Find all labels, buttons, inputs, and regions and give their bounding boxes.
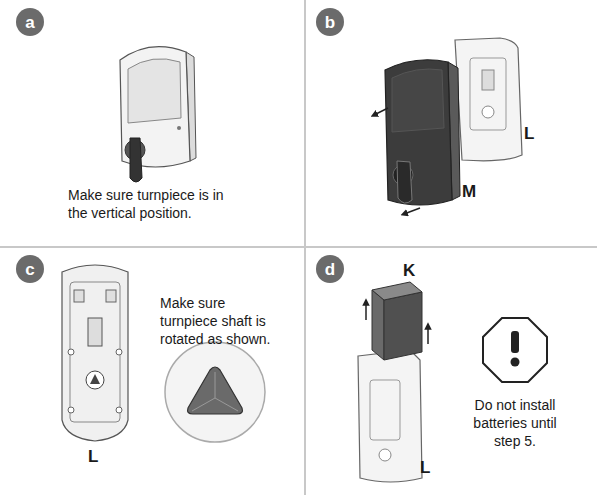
screw-hole	[68, 349, 74, 355]
plate-detail	[70, 282, 120, 422]
step-badge: d	[316, 255, 344, 283]
lock-panel	[128, 59, 181, 123]
part-letter: L	[524, 124, 544, 144]
motion-arrow	[374, 108, 388, 115]
turnpiece	[130, 138, 142, 182]
cover-body	[385, 60, 452, 205]
motion-arrow	[427, 326, 429, 344]
tab	[74, 290, 84, 302]
shaft-hole	[482, 106, 494, 118]
cover-panel	[392, 69, 444, 132]
tab	[106, 290, 116, 302]
back-plate	[358, 350, 422, 482]
detail-inset	[165, 342, 265, 442]
screw-hole	[68, 407, 74, 413]
part-letter: L	[420, 458, 440, 478]
step-letter: c	[25, 261, 34, 278]
step-badge: a	[16, 8, 44, 36]
back-plate	[62, 265, 128, 441]
back-plate	[455, 38, 522, 161]
plate-detail	[370, 380, 400, 440]
step-badge: c	[16, 255, 44, 283]
part-letter: K	[403, 261, 423, 281]
exclamation-mark	[511, 358, 520, 367]
shaft-facet	[192, 372, 238, 411]
step-letter: d	[325, 261, 335, 278]
exclamation-mark	[511, 331, 519, 353]
motion-arrow	[365, 302, 367, 320]
instruction-note: Make sure turnpiece shaft is rotated as …	[160, 294, 280, 348]
part-letter: L	[88, 447, 108, 467]
battery-pack	[372, 290, 384, 360]
screw	[177, 126, 181, 130]
battery-pack	[372, 282, 422, 300]
shaft	[90, 374, 100, 384]
screw-hole	[116, 349, 122, 355]
screw-hole	[116, 407, 122, 413]
turnpiece-shaft	[188, 367, 243, 414]
step-badge: b	[316, 8, 344, 36]
instruction-note: Make sure turnpiece is in the vertical p…	[68, 186, 228, 222]
connector	[88, 318, 102, 346]
turnpiece	[397, 161, 412, 203]
warning-octagon	[483, 318, 547, 382]
step-letter: a	[25, 14, 34, 31]
shaft-hole	[86, 371, 104, 389]
plate-detail	[470, 58, 506, 130]
battery-pack	[384, 292, 422, 360]
shaft-hole	[379, 449, 391, 461]
panel-divider	[0, 246, 597, 248]
connector	[482, 70, 494, 90]
instruction-note: Do not install batteries until step 5.	[472, 396, 558, 450]
motion-arrow	[404, 208, 420, 214]
step-letter: b	[325, 14, 335, 31]
part-letter: M	[462, 182, 484, 202]
